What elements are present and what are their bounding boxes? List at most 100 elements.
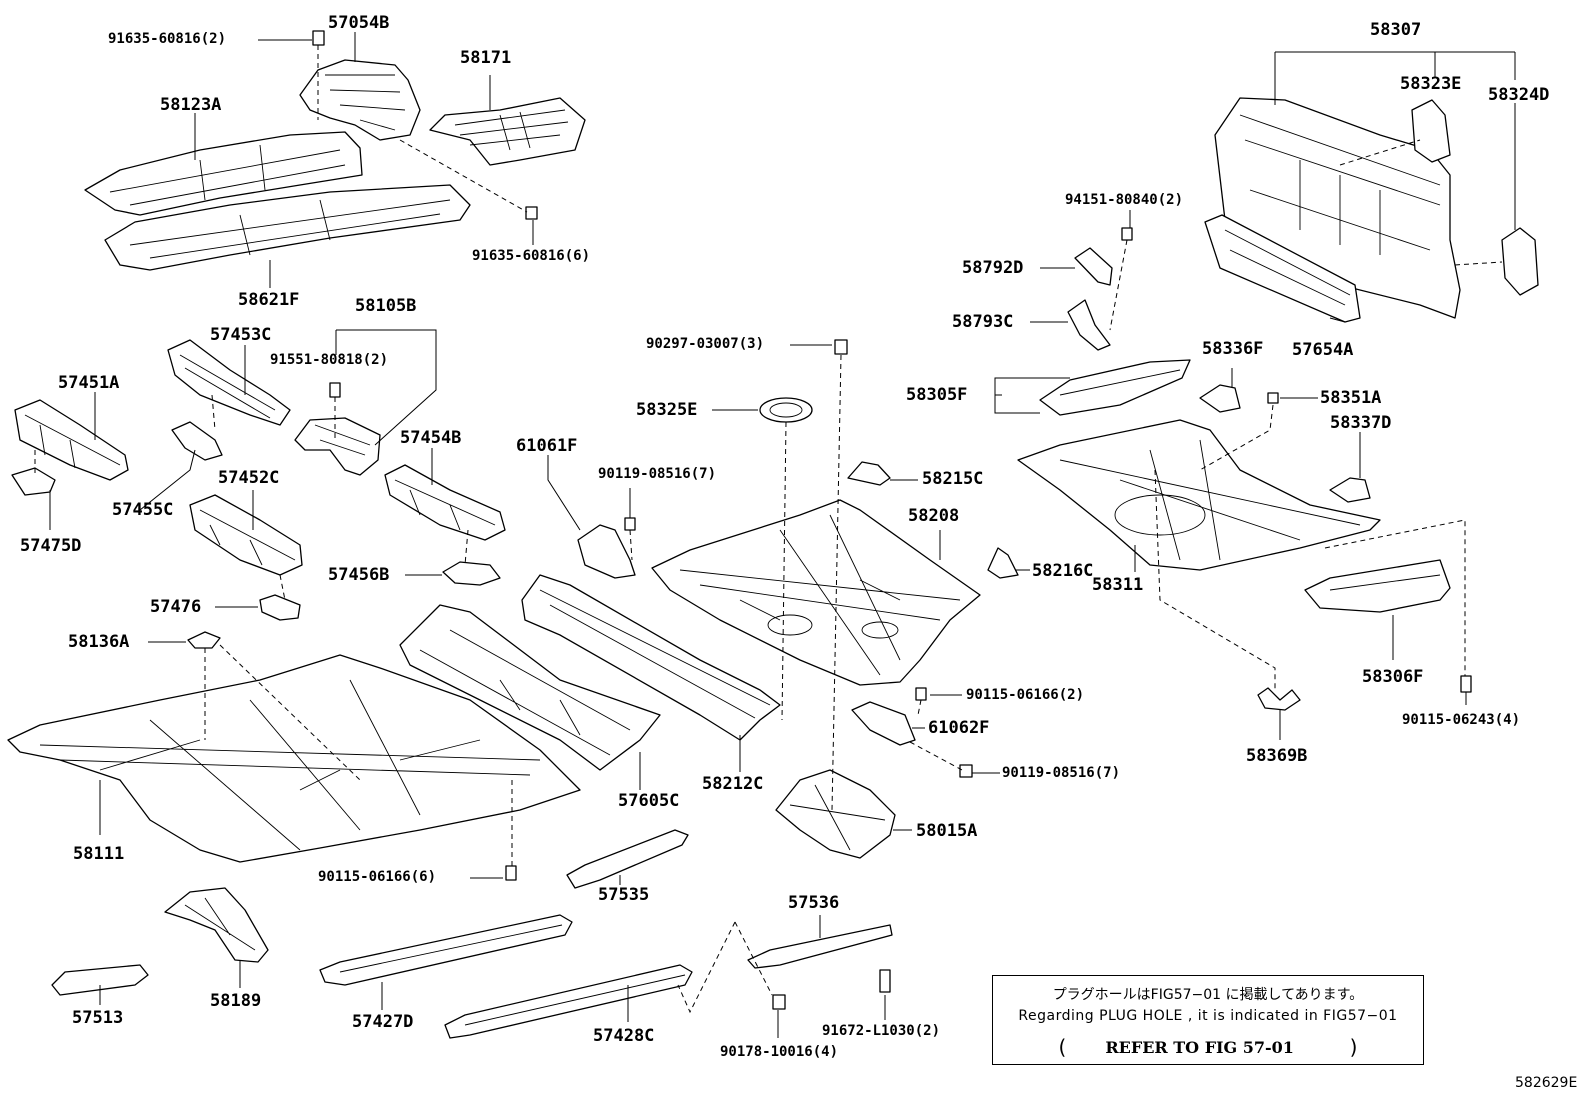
part-58325E-drawing — [759, 397, 813, 423]
label-58215C: 58215C — [922, 469, 984, 489]
label-91672-L1030-2: 91672-L1030(2) — [822, 1023, 941, 1039]
label-91635-60816-6: 91635-60816(6) — [472, 248, 591, 264]
part-57475D-drawing — [11, 467, 56, 496]
label-58324D: 58324D — [1488, 85, 1550, 105]
part-57427D-drawing — [319, 914, 573, 986]
part-61061F-drawing — [577, 524, 636, 579]
label-58212C: 58212C — [702, 774, 764, 794]
label-90119-08516-7-b: 90119-08516(7) — [1002, 765, 1121, 781]
part-58336F-drawing — [1199, 384, 1241, 413]
label-58325E: 58325E — [636, 400, 698, 420]
label-90119-08516-7-a: 90119-08516(7) — [598, 466, 717, 482]
label-58171: 58171 — [460, 48, 512, 68]
label-57455C: 57455C — [112, 500, 174, 520]
close-paren: ) — [1349, 1035, 1358, 1059]
note-japanese-text: プラグホールはFIG57−01 に掲載してあります。 — [1052, 987, 1364, 1003]
part-58215C-drawing — [847, 461, 891, 486]
label-58792D: 58792D — [962, 258, 1024, 278]
label-57054B: 57054B — [328, 13, 390, 33]
label-57451A: 57451A — [58, 373, 120, 393]
part-57605C-drawing — [399, 604, 661, 771]
label-57536: 57536 — [788, 893, 840, 913]
part-57535-drawing — [566, 829, 689, 889]
part-58792D-drawing — [1074, 247, 1113, 286]
label-58337D: 58337D — [1330, 413, 1392, 433]
part-58216C-drawing — [987, 547, 1019, 579]
label-58216C: 58216C — [1032, 561, 1094, 581]
label-58307: 58307 — [1370, 20, 1422, 40]
label-57535: 57535 — [598, 885, 650, 905]
label-58208: 58208 — [908, 506, 960, 526]
label-58015A: 58015A — [916, 821, 978, 841]
label-58311: 58311 — [1092, 575, 1144, 595]
part-58105B-drawing — [294, 417, 381, 476]
leader-lines — [49, 32, 1516, 1038]
open-paren: ( — [1058, 1035, 1067, 1059]
part-58621F-drawing — [104, 184, 471, 271]
label-91551-80818-2: 91551-80818(2) — [270, 352, 389, 368]
part-57453C-drawing — [167, 339, 291, 426]
label-57427D: 57427D — [352, 1012, 414, 1032]
label-90115-06166-6: 90115-06166(6) — [318, 869, 437, 885]
label-90115-06166-2: 90115-06166(2) — [966, 687, 1085, 703]
label-90178-10016-4: 90178-10016(4) — [720, 1044, 839, 1060]
part-58369B-drawing — [1257, 687, 1301, 711]
part-57536-drawing — [747, 924, 893, 969]
label-58793C: 58793C — [952, 312, 1014, 332]
part-58311-drawing — [1017, 419, 1381, 571]
part-58015A-drawing — [775, 769, 896, 859]
label-58136A: 58136A — [68, 632, 130, 652]
note-english-text: Regarding PLUG HOLE , it is indicated in… — [1018, 1008, 1398, 1024]
part-58305F-drawing — [1039, 359, 1191, 416]
part-58189-drawing — [164, 887, 269, 963]
label-58123A: 58123A — [160, 95, 222, 115]
part-58324D-drawing — [1501, 227, 1539, 296]
bolt-drawings — [312, 30, 1472, 1010]
label-57454B: 57454B — [400, 428, 462, 448]
label-57428C: 57428C — [593, 1026, 655, 1046]
part-61062F-drawing — [851, 701, 916, 746]
label-58189: 58189 — [210, 991, 262, 1011]
label-58369B: 58369B — [1246, 746, 1308, 766]
part-58306F-drawing — [1304, 559, 1451, 613]
part-58793C-drawing — [1067, 299, 1111, 351]
part-58337D-drawing — [1329, 477, 1371, 503]
label-61062F: 61062F — [928, 718, 990, 738]
plug-hole-note: プラグホールはFIG57−01 に掲載してあります。 Regarding PLU… — [992, 975, 1424, 1065]
label-57476: 57476 — [150, 597, 202, 617]
part-58208-drawing — [651, 499, 981, 686]
label-57475D: 57475D — [20, 536, 82, 556]
assembly-dash-lines — [34, 45, 1503, 1014]
part-57513-drawing — [51, 964, 149, 996]
label-58105B: 58105B — [355, 296, 417, 316]
part-57455C-drawing — [171, 421, 223, 461]
part-57428C-drawing — [444, 964, 693, 1039]
part-58123A-drawing — [84, 131, 363, 216]
label-57513: 57513 — [72, 1008, 124, 1028]
part-57476-drawing — [259, 594, 301, 621]
part-58323E-drawing — [1411, 99, 1451, 163]
part-57451A-drawing — [14, 399, 129, 481]
label-57654A: 57654A — [1292, 340, 1354, 360]
part-58171-drawing — [429, 97, 586, 166]
part-58136A-drawing — [187, 631, 221, 649]
part-57452C-drawing — [189, 494, 303, 576]
note-reference: ( REFER TO FIG 57-01 ) — [993, 1034, 1423, 1059]
label-61061F: 61061F — [516, 436, 578, 456]
label-58621F: 58621F — [238, 290, 300, 310]
label-58351A: 58351A — [1320, 388, 1382, 408]
illustration-code: 582629E — [1515, 1075, 1578, 1091]
part-58212C-drawing — [521, 574, 781, 741]
refer-to-fig-link[interactable]: REFER TO FIG 57-01 — [1105, 1038, 1294, 1057]
part-57454B-drawing — [384, 464, 506, 541]
label-58305F: 58305F — [906, 385, 968, 405]
part-57456B-drawing — [442, 561, 501, 586]
label-90115-06243-4: 90115-06243(4) — [1402, 712, 1521, 728]
label-57456B: 57456B — [328, 565, 390, 585]
label-90297-03007-3: 90297-03007(3) — [646, 336, 765, 352]
part-57054B-drawing — [299, 59, 421, 141]
label-58111: 58111 — [73, 844, 125, 864]
label-94151-80840-2: 94151-80840(2) — [1065, 192, 1184, 208]
label-58306F: 58306F — [1362, 667, 1424, 687]
